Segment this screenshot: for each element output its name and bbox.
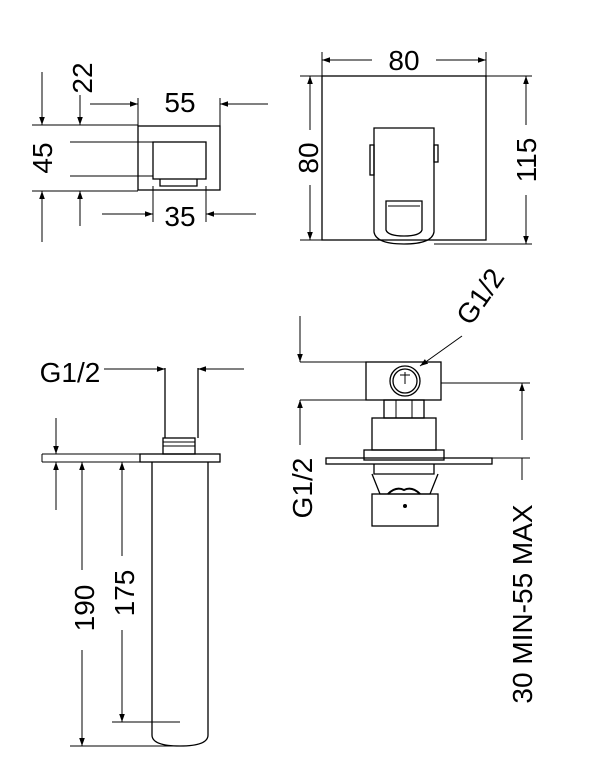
dim-55-label: 55 [164,87,195,118]
spout-thread-label: G1/2 [40,357,101,388]
front-plate [321,75,487,241]
dim-80-width-label: 80 [388,45,419,76]
spout-body [151,462,209,747]
valve-body-top [365,361,442,401]
handle-base [371,493,439,527]
dim-35-label: 35 [164,201,195,232]
plate-outline [137,125,221,191]
wall-plate [139,453,221,463]
outlet-lip [159,179,198,187]
dim-22-label: 22 [67,62,98,93]
dim-190-label: 190 [69,585,100,632]
spout-side-view: G1/2 190 175 [40,357,244,747]
cartridge [371,417,437,451]
top-view: 55 22 45 35 [27,62,268,242]
handle-outline [373,127,435,245]
handle-window [385,200,423,237]
body-thread-top-label: G1/2 [450,263,510,331]
dim-45-label: 45 [27,142,58,173]
spout-outlet [152,141,207,180]
dim-80-height-label: 80 [293,142,324,173]
body-wall-plate [325,457,493,465]
body-side-view: G1/2 G1/2 30 MIN-55 MAX [287,263,538,704]
dim-115-label: 115 [511,138,542,183]
inlet-circle [389,365,421,397]
dim-175-label: 175 [109,570,140,617]
body-thread-left-label: G1/2 [287,458,318,519]
wall-range-label: 30 MIN-55 MAX [507,504,538,703]
front-view: 80 80 115 [293,45,542,245]
